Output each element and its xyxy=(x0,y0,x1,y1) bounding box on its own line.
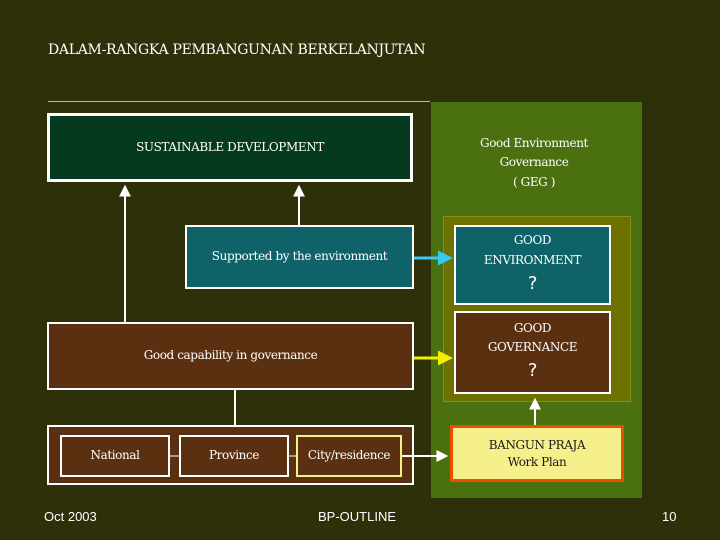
title-divider xyxy=(48,101,430,102)
slide-title: DALAM-RANGKA PEMBANGUNAN BERKELANJUTAN xyxy=(48,42,426,58)
good-capability-box: Good capability in governance xyxy=(47,322,414,390)
sustainable-development-label: SUSTAINABLE DEVELOPMENT xyxy=(136,139,324,154)
good-governance-line2: GOVERNANCE xyxy=(487,340,578,355)
geg-label: Good Environment Governance ( GEG ) xyxy=(456,128,612,198)
page-number: 10 xyxy=(662,509,677,524)
city-box: City/residence xyxy=(296,435,402,477)
footer-title: BP-OUTLINE xyxy=(318,509,397,524)
good-environment-line1: GOOD xyxy=(513,233,552,248)
good-environment-question: ? xyxy=(527,272,538,294)
sustainable-development-box: SUSTAINABLE DEVELOPMENT xyxy=(47,113,413,182)
geg-label-line1: Good Environment xyxy=(480,136,588,151)
national-box: National xyxy=(60,435,170,477)
footer-date: Oct 2003 xyxy=(44,509,97,524)
geg-label-line3: ( GEG ) xyxy=(512,174,556,189)
good-governance-line1: GOOD xyxy=(513,320,552,335)
good-environment-line2: ENVIRONMENT xyxy=(483,252,582,267)
national-label: National xyxy=(90,448,140,463)
supported-environment-box: Supported by the environment xyxy=(185,225,414,289)
city-label: City/residence xyxy=(307,448,391,463)
province-label: Province xyxy=(208,448,259,463)
good-governance-question: ? xyxy=(527,360,538,382)
good-governance-box: GOOD GOVERNANCE ? xyxy=(454,311,611,394)
bangun-praja-box: BANGUN PRAJA Work Plan xyxy=(450,425,624,482)
good-environment-box: GOOD ENVIRONMENT ? xyxy=(454,225,611,305)
bangun-praja-line2: Work Plan xyxy=(507,454,567,469)
supported-environment-label: Supported by the environment xyxy=(211,249,388,264)
province-box: Province xyxy=(179,435,289,477)
geg-label-line2: Governance xyxy=(499,155,569,170)
good-capability-label: Good capability in governance xyxy=(143,348,318,363)
bangun-praja-line1: BANGUN PRAJA xyxy=(488,437,586,452)
